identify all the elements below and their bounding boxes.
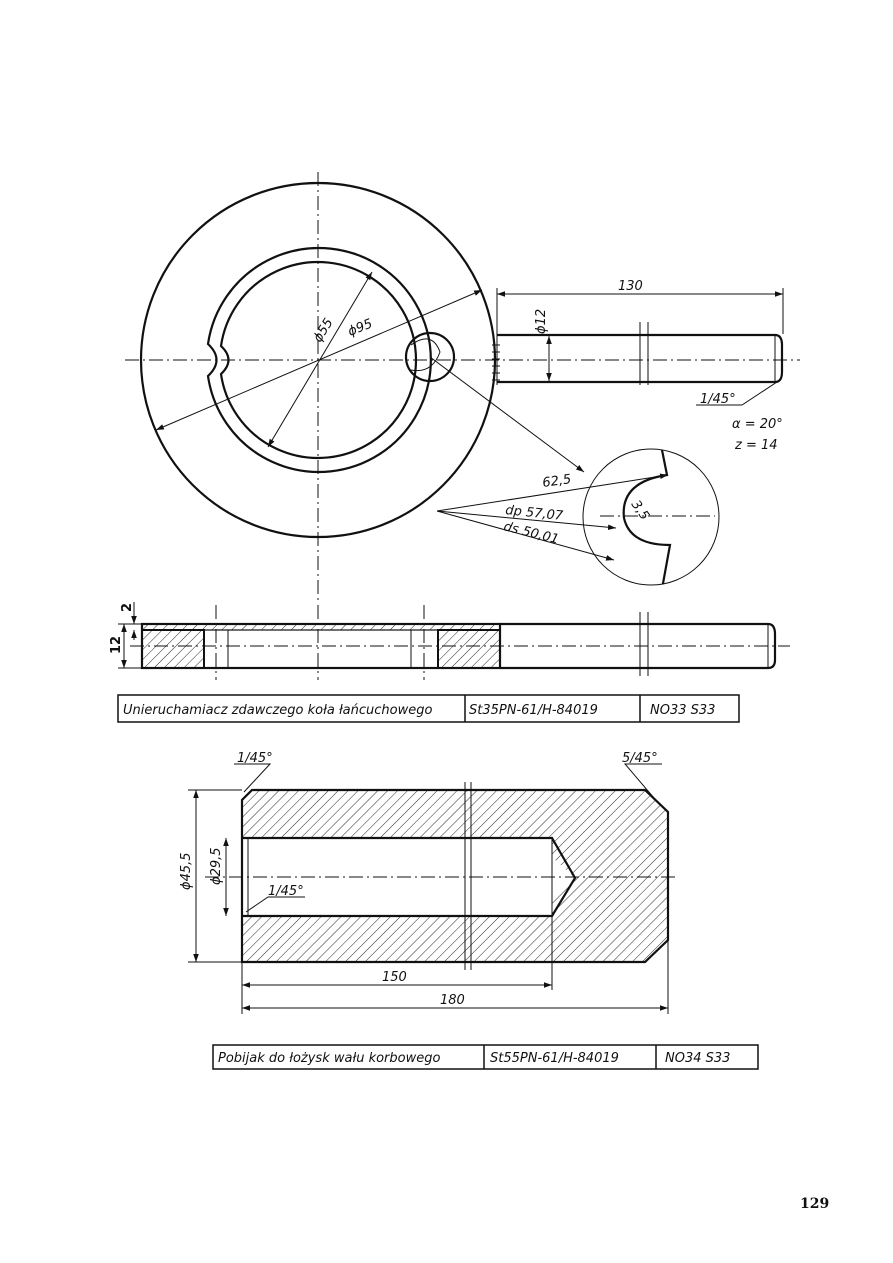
dim-d95: ϕ95 bbox=[346, 316, 375, 339]
part1-top-view: ϕ55 ϕ95 130 ϕ12 1/45° α = 20° z = 14 bbox=[125, 172, 800, 600]
dim-t12: 12 bbox=[109, 636, 124, 654]
title1-material: St35PN-61/H-84019 bbox=[469, 703, 598, 718]
dim-r35: 3,5 bbox=[628, 498, 652, 524]
dim-chamfer-left: 1/45° bbox=[237, 751, 273, 766]
dim-t2: 2 bbox=[120, 603, 135, 612]
part1-side-view: 2 12 bbox=[109, 602, 790, 680]
gear-z: z = 14 bbox=[734, 438, 778, 453]
side-hatch-left bbox=[141, 629, 205, 669]
dim-chamfer-right: 5/45° bbox=[622, 751, 658, 766]
dim-d295: ϕ29,5 bbox=[209, 847, 224, 885]
title1-code: NO33 S33 bbox=[650, 703, 715, 718]
dim-chamfer-inner: 1/45° bbox=[268, 884, 304, 899]
title2-material: St55PN-61/H-84019 bbox=[490, 1051, 619, 1066]
dim-line-d55 bbox=[267, 271, 373, 448]
dim-dp: dp 57,07 bbox=[505, 503, 565, 524]
dim-130: 130 bbox=[618, 279, 643, 294]
dim-d455: ϕ45,5 bbox=[179, 852, 194, 890]
title-block-1: Unieruchamiacz zdawczego koła łańcuchowe… bbox=[117, 694, 740, 723]
page-number: 129 bbox=[800, 1196, 829, 1212]
dim-d55: ϕ55 bbox=[311, 316, 337, 345]
title2-name: Pobijak do łożysk wału korbowego bbox=[218, 1051, 440, 1066]
gear-alpha: α = 20° bbox=[732, 417, 783, 432]
punch-body-hatch bbox=[242, 790, 668, 962]
detail-leader bbox=[429, 356, 585, 473]
dim-ds: ds 50,01 bbox=[502, 519, 560, 547]
detail-circle bbox=[582, 448, 720, 586]
dim-chamfer-rod: 1/45° bbox=[700, 392, 736, 407]
side-hatch-right bbox=[437, 629, 501, 669]
title1-name: Unieruchamiacz zdawczego koła łańcuchowe… bbox=[123, 703, 432, 718]
dim-r625: 62,5 bbox=[541, 472, 572, 491]
chamfer-leader bbox=[696, 379, 781, 406]
title-block-2: Pobijak do łożysk wału korbowego St55PN-… bbox=[212, 1044, 759, 1070]
detail-view: 62,5 dp 57,07 ds 50,01 3,5 bbox=[436, 448, 720, 586]
dim-150: 150 bbox=[382, 970, 407, 985]
dim-180: 180 bbox=[440, 993, 465, 1008]
part2-section: ϕ45,5 ϕ29,5 1/45° 5/45° 1/45° 150 180 bbox=[179, 751, 678, 1014]
title2-code: NO34 S33 bbox=[665, 1051, 730, 1066]
dim-d12: ϕ12 bbox=[534, 309, 549, 334]
